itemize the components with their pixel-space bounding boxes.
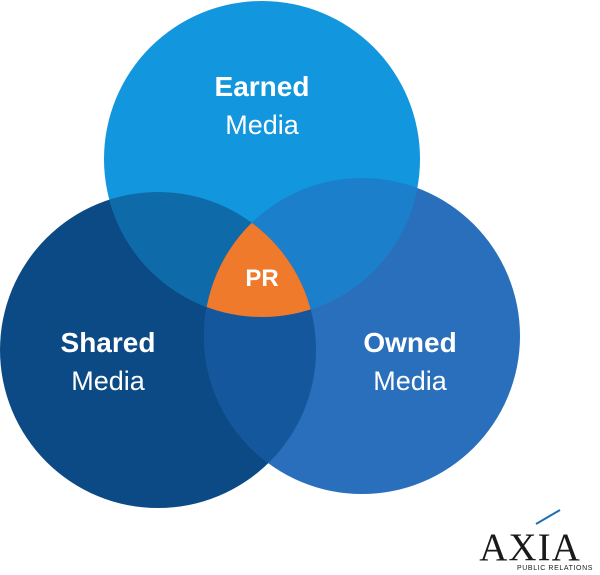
shared-title: Shared — [61, 327, 156, 358]
shared-subtitle: Media — [71, 366, 146, 396]
center-label: PR — [245, 265, 278, 292]
axia-logo: AXIA PUBLIC RELATIONS — [479, 509, 593, 572]
center-region — [204, 192, 316, 317]
earned-subtitle: Media — [225, 110, 300, 140]
owned-title: Owned — [363, 327, 456, 358]
earned-title: Earned — [215, 71, 310, 102]
logo-name: AXIA — [479, 526, 580, 569]
logo-tagline: PUBLIC RELATIONS — [517, 565, 593, 572]
owned-subtitle: Media — [373, 366, 448, 396]
logo-accent-swoosh — [535, 509, 561, 525]
